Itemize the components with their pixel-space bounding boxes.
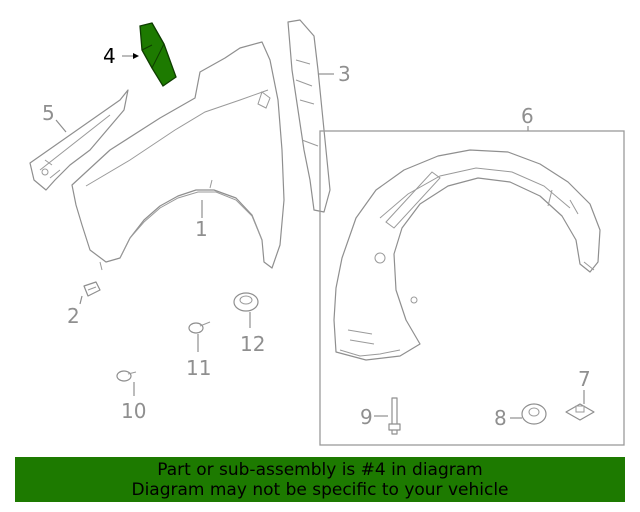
part-7-clip-nut[interactable] bbox=[565, 403, 595, 421]
callout-2[interactable]: 2 bbox=[67, 304, 80, 328]
callout-12[interactable]: 12 bbox=[240, 332, 265, 356]
part-1-fender[interactable] bbox=[71, 41, 285, 271]
callout-3[interactable]: 3 bbox=[338, 62, 351, 86]
callout-9[interactable]: 9 bbox=[360, 405, 373, 429]
callout-8[interactable]: 8 bbox=[494, 406, 507, 430]
parts-diagram: 4 5 1 3 6 2 bbox=[29, 19, 625, 446]
part-3-insulator[interactable] bbox=[287, 19, 331, 213]
leader-2 bbox=[79, 295, 83, 305]
part-12-grommet[interactable] bbox=[233, 292, 259, 312]
callout-4[interactable]: 4 bbox=[103, 44, 116, 68]
leader-4-arrow bbox=[133, 53, 139, 59]
info-banner: Part or sub-assembly is #4 in diagram Di… bbox=[15, 457, 625, 502]
callout-6[interactable]: 6 bbox=[521, 104, 534, 128]
part-9-screw[interactable] bbox=[388, 397, 401, 435]
banner-line-1: Part or sub-assembly is #4 in diagram bbox=[157, 460, 483, 480]
banner-line-2: Diagram may not be specific to your vehi… bbox=[131, 480, 509, 500]
part-6-group-box bbox=[319, 130, 625, 446]
part-6-liner[interactable] bbox=[333, 149, 601, 361]
part-10-pin[interactable] bbox=[116, 370, 137, 382]
leader-5 bbox=[55, 119, 67, 133]
callout-5[interactable]: 5 bbox=[42, 101, 55, 125]
callout-11[interactable]: 11 bbox=[186, 356, 211, 380]
callout-7[interactable]: 7 bbox=[578, 367, 591, 391]
callout-10[interactable]: 10 bbox=[121, 399, 146, 423]
part-11-pin[interactable] bbox=[188, 321, 211, 334]
part-2-clip[interactable] bbox=[83, 281, 101, 297]
part-4-insulator[interactable] bbox=[139, 22, 177, 87]
callout-1[interactable]: 1 bbox=[195, 217, 208, 241]
part-5-bracket[interactable] bbox=[29, 89, 129, 191]
part-8-nut[interactable] bbox=[521, 403, 547, 425]
